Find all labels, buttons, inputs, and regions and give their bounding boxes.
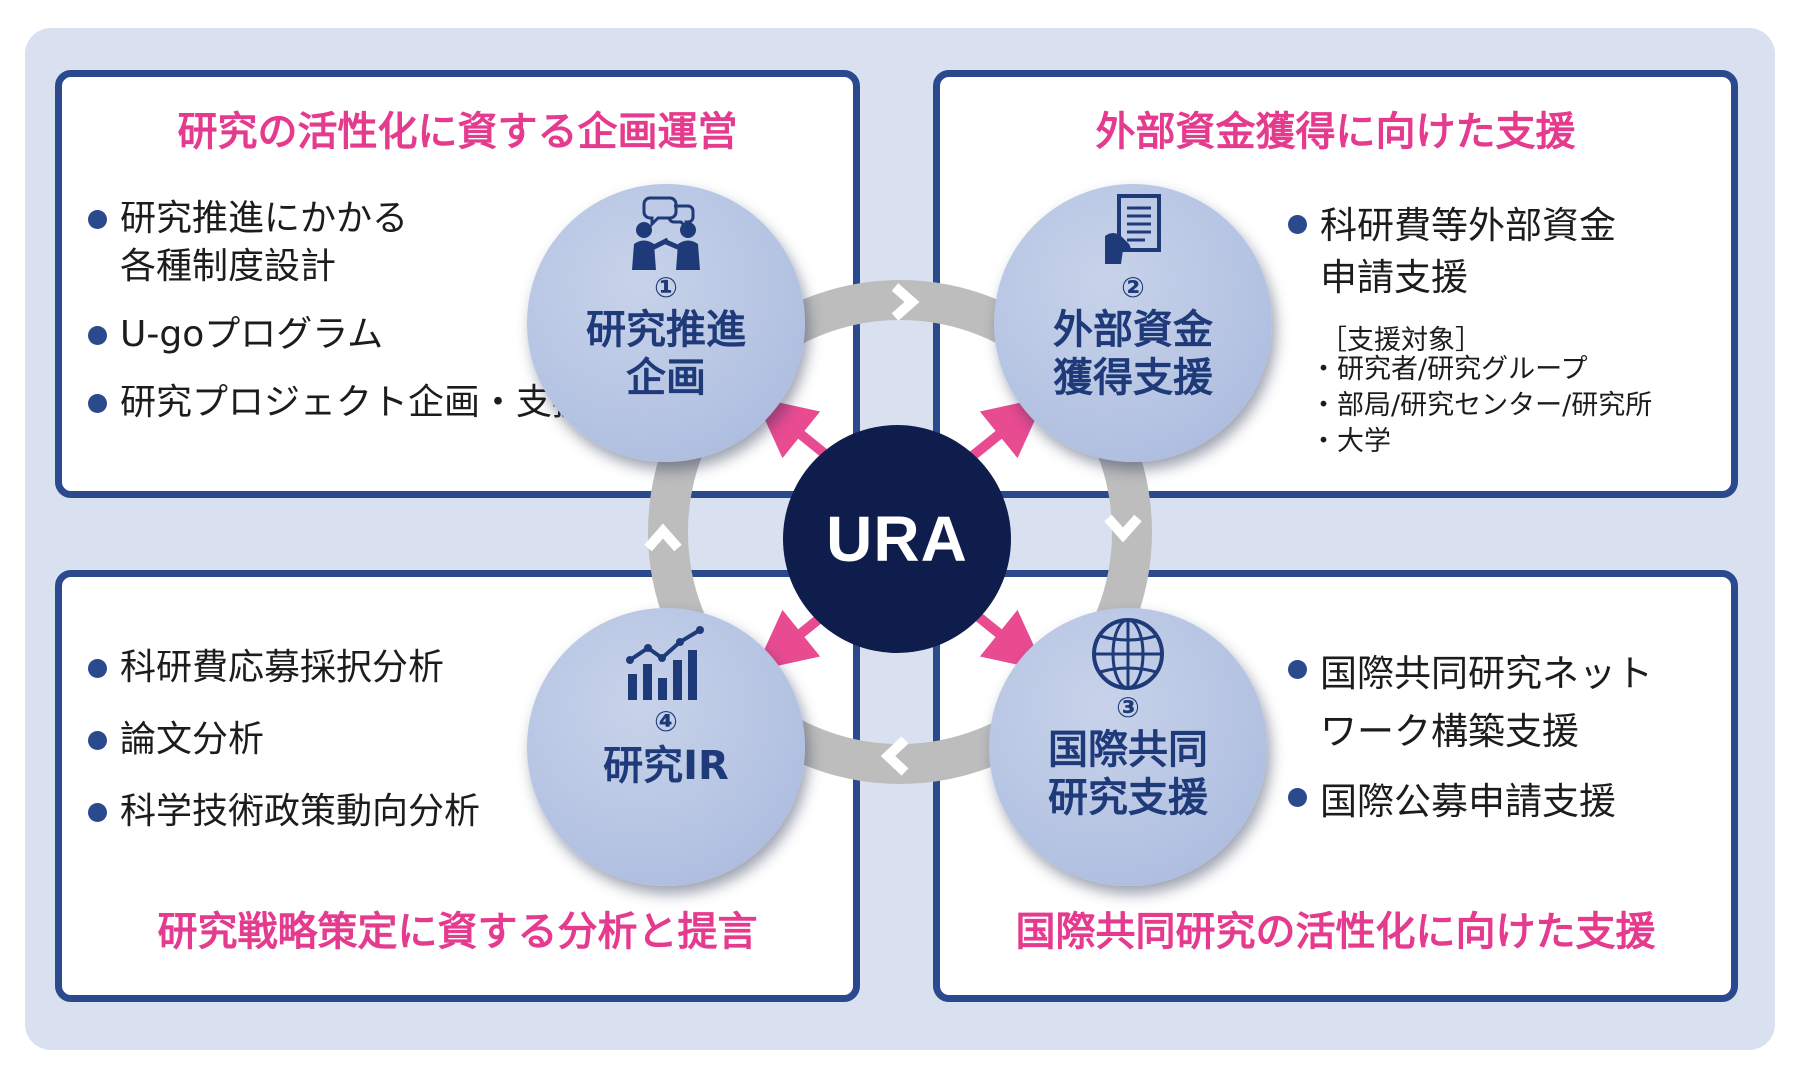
chevron-up-icon: [644, 523, 682, 552]
list-item: 科研費等外部資金 申請支援: [1286, 200, 1616, 304]
bullet-dot: [1288, 215, 1307, 234]
node-label: 国際共同 研究支援: [1048, 727, 1208, 821]
node-research-ir: ④ 研究IR: [527, 608, 805, 886]
node-label: 研究IR: [603, 743, 729, 789]
bullet-dot: [88, 326, 107, 345]
list-item: 論文分析: [86, 716, 480, 764]
panel-title-funding: 外部資金獲得に向けた支援: [1095, 109, 1576, 155]
chevron-right-icon: [891, 283, 920, 321]
planning-bullet-list: 研究推進にかかる 各種制度設計 U-goプログラム 研究プロジェクト企画・支援: [86, 195, 588, 447]
node-label: 研究推進 企画: [586, 307, 746, 401]
list-item: 研究プロジェクト企画・支援: [86, 379, 588, 427]
bullet-dot: [88, 659, 107, 678]
list-item: 国際公募申請支援: [1286, 773, 1653, 831]
node-international-research: ③ 国際共同 研究支援: [989, 608, 1267, 886]
support-targets-heading: ［支援対象］: [1320, 325, 1482, 356]
node-number: ③: [1116, 691, 1140, 724]
arrow-to-node-1: [754, 397, 834, 462]
bullet-dot: [1288, 660, 1307, 679]
funding-bullet-list: 科研費等外部資金 申請支援: [1286, 200, 1616, 304]
list-item: U-goプログラム: [86, 311, 588, 359]
bullet-dot: [88, 731, 107, 750]
panel-title-international: 国際共同研究の活性化に向けた支援: [1015, 909, 1656, 955]
node-number: ①: [654, 271, 678, 304]
panel-title-analysis: 研究戦略策定に資する分析と提言: [157, 909, 758, 955]
support-target-item: ・大学: [1310, 426, 1391, 457]
support-target-item: ・研究者/研究グループ: [1310, 354, 1588, 385]
analysis-bullet-list: 科研費応募採択分析 論文分析 科学技術政策動向分析: [86, 644, 480, 860]
bullet-dot: [88, 803, 107, 822]
node-number: ④: [654, 705, 678, 738]
arrow-to-node-2: [966, 397, 1046, 462]
list-item: 科学技術政策動向分析: [86, 788, 480, 836]
list-item: 研究推進にかかる 各種制度設計: [86, 195, 588, 291]
chevron-down-icon: [1104, 514, 1142, 543]
node-number: ②: [1121, 271, 1145, 304]
chevron-left-icon: [880, 736, 909, 776]
list-item: 国際共同研究ネット ワーク構築支援: [1286, 645, 1653, 761]
bullet-dot: [88, 394, 107, 413]
globe-icon: [1092, 618, 1164, 690]
bar-chart-trend-icon: [626, 626, 704, 700]
node-label: 外部資金 獲得支援: [1053, 307, 1213, 401]
node-research-planning: ① 研究推進 企画: [527, 184, 805, 462]
ura-center-circle: URA: [783, 425, 1011, 653]
list-item: 科研費応募採択分析: [86, 644, 480, 692]
panel-title-planning: 研究の活性化に資する企画運営: [177, 109, 738, 155]
support-targets-list: ・研究者/研究グループ ・部局/研究センター/研究所 ・大学: [1310, 352, 1652, 460]
node-external-funding: ② 外部資金 獲得支援: [994, 184, 1272, 462]
support-target-item: ・部局/研究センター/研究所: [1310, 390, 1653, 421]
people-discussion-icon: [632, 196, 700, 270]
bullet-dot: [1288, 788, 1307, 807]
document-hand-icon: [1105, 194, 1161, 264]
bullet-dot: [88, 210, 107, 229]
international-bullet-list: 国際共同研究ネット ワーク構築支援 国際公募申請支援: [1286, 645, 1653, 843]
